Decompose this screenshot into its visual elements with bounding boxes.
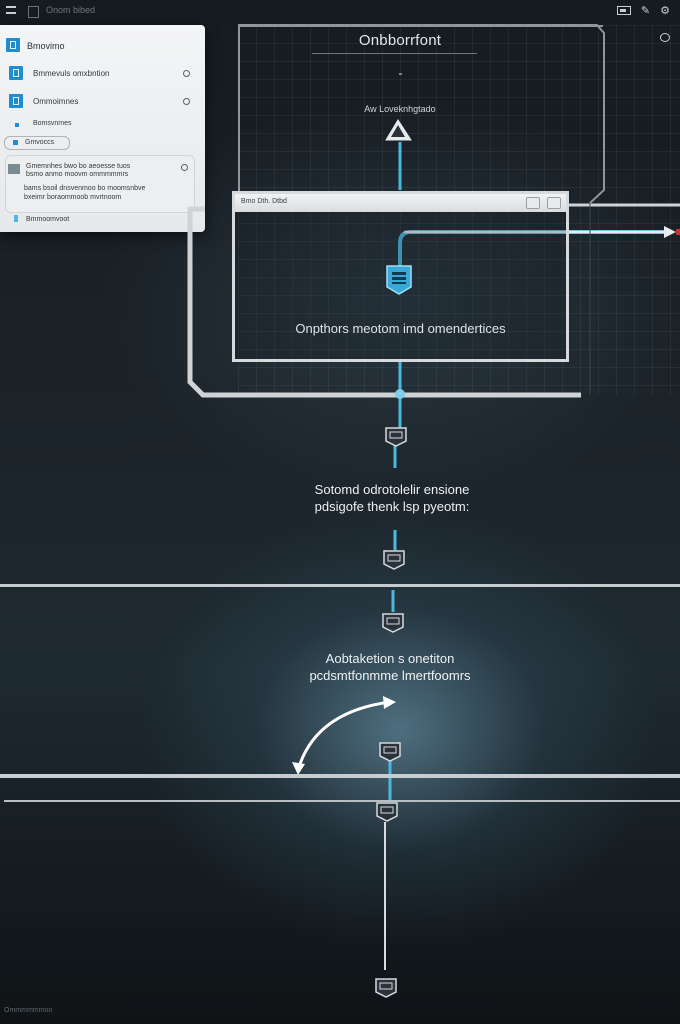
- app-title: Onom bibed: [46, 5, 96, 15]
- panel-item[interactable]: Gmvoccs: [0, 135, 205, 157]
- process-node-icon: [385, 427, 407, 447]
- diagram-title: Onbborrfont: [358, 32, 442, 49]
- info-card[interactable]: Gmemnhes bwo bo aeoesse tuos bsmo anmo m…: [5, 155, 195, 213]
- panel-item[interactable]: Ommoimnes: [0, 92, 205, 114]
- panel-item-label: Ommoimnes: [33, 97, 79, 106]
- window-caption: Onpthors meotom imd omendertices: [295, 321, 506, 336]
- tab-outline: [4, 136, 70, 150]
- panel-footer: Bmmoomvoot: [26, 216, 70, 223]
- step-caption-line: pcdsmtfonmme lmertfoomrs: [309, 668, 471, 683]
- side-panel: Bmovimo Bmmevuls omxbntion Ommoimnes Bom…: [0, 25, 205, 232]
- card-line: bams bsoil dnsvenmoo bo moomsnbve: [24, 185, 146, 192]
- ring-icon[interactable]: [660, 33, 670, 42]
- step-caption-line: pdsigofe thenk lsp pyeotm:: [314, 499, 470, 514]
- panel-item-label: Bomsvnmes: [33, 120, 72, 127]
- title-underline: [312, 53, 477, 54]
- panel-header-icon: [6, 38, 20, 52]
- step-caption-line: Sotomd odrotolelir ensione: [314, 482, 470, 497]
- window-title: Bmo Dth. Dtbd: [241, 198, 287, 205]
- radio-icon[interactable]: [183, 70, 190, 77]
- footer-text: Ommmmmmoo: [4, 1007, 53, 1014]
- panel-item[interactable]: Bmmevuls omxbntion: [0, 64, 205, 86]
- menu-icon[interactable]: [6, 6, 16, 14]
- small-mark: [399, 73, 402, 75]
- settings-icon[interactable]: ⚙: [660, 5, 670, 17]
- server-icon: [386, 265, 412, 295]
- document-icon: [9, 66, 23, 80]
- document-icon: [9, 94, 23, 108]
- card-line: bsmo anmo moovm ommmmmrs: [26, 171, 129, 178]
- process-node-icon: [375, 978, 397, 998]
- bullet-icon: [13, 140, 18, 145]
- radio-icon[interactable]: [183, 98, 190, 105]
- divider-line: [4, 800, 680, 802]
- card-line: bxeimr boraommoob mvrtnoom: [24, 194, 122, 201]
- process-node-icon: [382, 613, 404, 633]
- panel-item[interactable]: Bomsvnmes: [0, 116, 205, 138]
- process-node-icon: [379, 742, 401, 762]
- bullet-icon: [14, 215, 18, 222]
- panel-item-label: Gmvoccs: [25, 139, 55, 146]
- divider-line: [0, 774, 680, 778]
- divider-line: [0, 584, 680, 587]
- window-close-button[interactable]: [547, 197, 561, 209]
- panel-header: Bmovimo: [27, 41, 65, 51]
- window-icon[interactable]: [28, 6, 39, 18]
- process-node-icon: [376, 802, 398, 822]
- battery-icon[interactable]: [616, 6, 631, 15]
- process-node-icon: [383, 550, 405, 570]
- pencil-icon[interactable]: ✎: [640, 5, 651, 17]
- bullet-icon: [15, 123, 19, 127]
- top-bar: Onom bibed ✎ ⚙: [0, 0, 680, 22]
- node-label: Aw Loveknhgtado: [364, 104, 436, 114]
- panel-item-label: Bmmevuls omxbntion: [33, 69, 110, 78]
- top-icons: ✎ ⚙: [616, 4, 670, 17]
- window-header: Bmo Dth. Dtbd: [235, 194, 566, 212]
- step-caption-line: Aobtaketion s onetiton: [325, 651, 455, 666]
- thumbnail-icon: [8, 164, 20, 174]
- card-line: Gmemnhes bwo bo aeoesse tuos: [26, 163, 131, 170]
- radio-icon[interactable]: [181, 164, 188, 171]
- window-minimize-button[interactable]: [526, 197, 540, 209]
